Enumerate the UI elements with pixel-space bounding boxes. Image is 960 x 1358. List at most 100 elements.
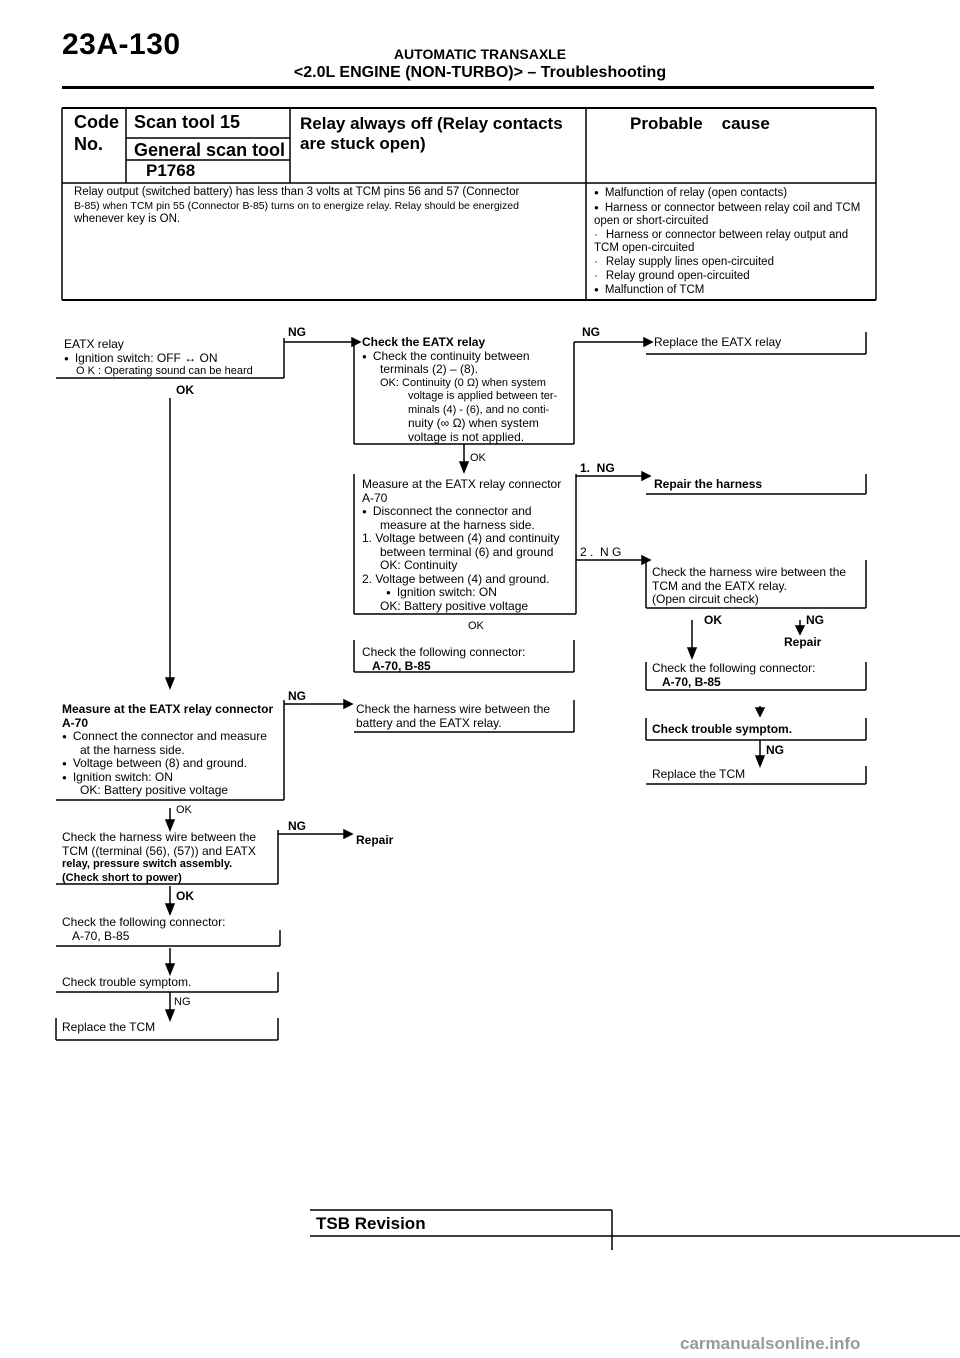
probable-cause-label: Probable cause bbox=[630, 114, 770, 133]
short-line: TCM ((terminal (56), (57)) and EATX bbox=[62, 843, 256, 858]
harness-line: Check the harness wire between the bbox=[652, 565, 847, 579]
replace-relay-box: Replace the EATX relay bbox=[654, 335, 782, 349]
measure-left-line: Connect the connector and measure bbox=[62, 729, 284, 744]
cause-item: Relay ground open-circuited bbox=[594, 270, 870, 284]
header-rule bbox=[62, 86, 874, 89]
cause-item: Harness or connector between relay outpu… bbox=[594, 229, 870, 256]
probable-causes-list: Malfunction of relay (open contacts) Har… bbox=[594, 186, 870, 298]
cause-item: Malfunction of TCM bbox=[594, 283, 870, 298]
code-title-line1: Relay always off (Relay contacts bbox=[300, 114, 563, 133]
ng-label: NG bbox=[288, 689, 306, 703]
check-harness-short-box: Check the harness wire between the TCM (… bbox=[62, 830, 278, 885]
ok-label: OK bbox=[468, 620, 484, 632]
measure-line: A-70 bbox=[362, 490, 388, 505]
ok-label: OK bbox=[470, 452, 486, 464]
check-harness-battery-box: Check the harness wire between the batte… bbox=[356, 702, 572, 730]
measure-line: Ignition switch: ON bbox=[362, 585, 576, 600]
ng-label: NG bbox=[766, 743, 784, 757]
harness-line: TCM and the EATX relay. bbox=[652, 578, 787, 593]
measure-line: between terminal (6) and ground bbox=[380, 544, 554, 559]
check-relay-box: Check the EATX relay Check the continuit… bbox=[362, 335, 574, 444]
measure-left-line: Measure at the EATX relay connector bbox=[62, 702, 274, 716]
repair-harness-box: Repair the harness bbox=[654, 477, 763, 491]
section-title: AUTOMATIC TRANSAXLE bbox=[393, 46, 567, 62]
scan-tool-label: Scan tool 15 bbox=[134, 112, 241, 132]
measure-line: OK: Battery positive voltage bbox=[380, 598, 529, 613]
replace-tcm-left: Replace the TCM bbox=[62, 1020, 156, 1034]
short-line: relay, pressure switch assembly. bbox=[62, 858, 233, 870]
measure-line: Measure at the EATX relay connector bbox=[362, 477, 562, 491]
check-relay-line: minals (4) - (6), and no conti- bbox=[408, 403, 550, 416]
check-relay-line: Check the continuity between bbox=[362, 349, 574, 364]
check-relay-line: nuity (∞ Ω) when system bbox=[408, 416, 539, 430]
eatx-relay-ok: O K : Operating sound can be heard bbox=[76, 365, 253, 377]
harness-line: Check the harness wire between the bbox=[356, 702, 551, 716]
tsb-revision: TSB Revision bbox=[316, 1214, 426, 1233]
ok-label: OK bbox=[176, 889, 194, 903]
measure-left-box: Measure at the EATX relay connector A-70… bbox=[62, 702, 284, 798]
check-relay-line: terminals (2) – (8). bbox=[380, 362, 479, 376]
code-value: P1768 bbox=[146, 161, 196, 180]
check-connector-2-box: Check the following connector: A-70, B-8… bbox=[652, 661, 864, 689]
measure-line: 1. Voltage between (4) and continuity bbox=[362, 531, 560, 545]
repair-label: Repair bbox=[356, 833, 394, 847]
eatx-relay-title: EATX relay bbox=[64, 337, 124, 351]
ng-label: NG bbox=[582, 325, 600, 339]
cause-item: Relay supply lines open-circuited bbox=[594, 256, 870, 270]
repair-label: Repair bbox=[784, 635, 822, 649]
check-harness-tcm-box: Check the harness wire between the TCM a… bbox=[652, 565, 864, 607]
connector-line: Check the following connector: bbox=[362, 645, 526, 659]
measure-relay-box: Measure at the EATX relay connector A-70… bbox=[362, 477, 576, 613]
connector-list: A-70, B-85 bbox=[72, 928, 130, 943]
ng-label: NG bbox=[288, 819, 306, 833]
measure-left-line: A-70 bbox=[62, 715, 89, 730]
ng1-label: 1. NG bbox=[580, 461, 615, 475]
measure-line: measure at the harness side. bbox=[380, 517, 535, 532]
code-label: Code bbox=[74, 112, 119, 132]
ng-label: NG bbox=[174, 996, 191, 1008]
cause-item: Harness or connector between relay coil … bbox=[594, 201, 870, 229]
harness-line: (Open circuit check) bbox=[652, 592, 759, 606]
measure-left-line: Ignition switch: ON bbox=[62, 770, 284, 785]
code-description: Relay output (switched battery) has less… bbox=[74, 186, 584, 227]
ok-label: OK bbox=[704, 613, 722, 627]
harness-line: battery and the EATX relay. bbox=[356, 715, 502, 730]
check-relay-line: OK: Continuity (0 Ω) when system bbox=[380, 376, 546, 389]
page-number: 23A-130 bbox=[62, 28, 181, 61]
description-line: B-85) when TCM pin 55 (Connector B-85) t… bbox=[74, 199, 519, 212]
ng-label: NG bbox=[806, 613, 824, 627]
connector-line: Check the following connector: bbox=[62, 915, 226, 929]
check-connector-3-box: Check the following connector: A-70, B-8… bbox=[62, 915, 278, 943]
ng-label: NG bbox=[288, 325, 306, 339]
measure-line: OK: Continuity bbox=[380, 558, 458, 572]
measure-left-line: at the harness side. bbox=[80, 742, 185, 757]
check-trouble-symptom-right: Check trouble symptom. bbox=[652, 722, 793, 736]
section-subtitle: <2.0L ENGINE (NON-TURBO)> – Troubleshoot… bbox=[293, 64, 667, 81]
check-connector-1-box: Check the following connector: A-70, B-8… bbox=[362, 645, 574, 673]
ng2-label: 2 . N G bbox=[580, 545, 622, 559]
code-title-line2: are stuck open) bbox=[300, 134, 426, 153]
check-relay-line: voltage is applied between ter- bbox=[408, 390, 558, 402]
measure-line: Disconnect the connector and bbox=[362, 504, 576, 519]
eatx-relay-box: EATX relay Ignition switch: OFF ↔ ON O K… bbox=[64, 337, 284, 379]
description-line: whenever key is ON. bbox=[74, 213, 181, 225]
short-line: Check the harness wire between the bbox=[62, 830, 257, 844]
connector-list: A-70, B-85 bbox=[372, 658, 431, 673]
cause-item: Malfunction of relay (open contacts) bbox=[594, 186, 870, 201]
check-relay-title: Check the EATX relay bbox=[362, 335, 486, 349]
measure-line: 2. Voltage between (4) and ground. bbox=[362, 571, 550, 586]
connector-line: Check the following connector: bbox=[652, 661, 816, 675]
ok-label: OK bbox=[176, 383, 194, 397]
ok-label: OK bbox=[176, 804, 192, 816]
check-trouble-symptom-left: Check trouble symptom. bbox=[62, 975, 192, 989]
measure-left-line: OK: Battery positive voltage bbox=[80, 783, 229, 797]
check-relay-line: voltage is not applied. bbox=[408, 429, 525, 444]
measure-left-line: Voltage between (8) and ground. bbox=[62, 756, 284, 771]
general-scan-tool-label: General scan tool bbox=[134, 140, 286, 160]
eatx-relay-step: Ignition switch: OFF ↔ ON bbox=[64, 351, 284, 366]
replace-tcm-right: Replace the TCM bbox=[652, 767, 746, 781]
description-line: Relay output (switched battery) has less… bbox=[74, 186, 520, 198]
watermark: carmanualsonline.info bbox=[680, 1334, 861, 1353]
connector-list: A-70, B-85 bbox=[662, 674, 721, 689]
